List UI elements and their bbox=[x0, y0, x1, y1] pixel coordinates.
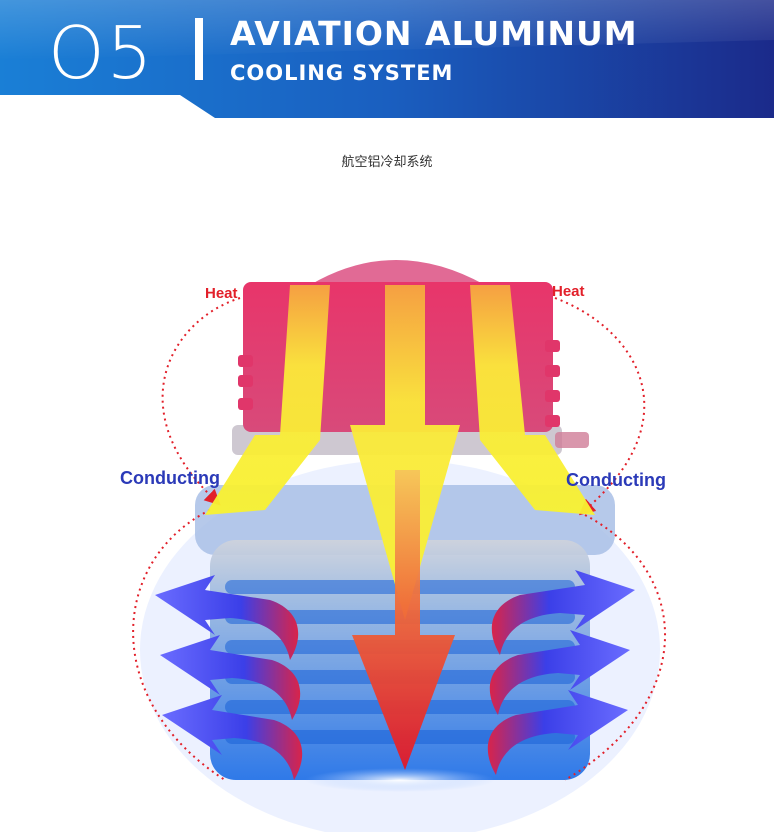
heat-label-right: Heat bbox=[552, 283, 585, 300]
cooling-arrows-right bbox=[487, 570, 635, 775]
cooling-arrows-left bbox=[155, 575, 303, 780]
heat-label-left: Heat bbox=[205, 285, 238, 302]
section-title: AVIATION ALUMINUM bbox=[230, 14, 638, 53]
conducting-label-left: Conducting bbox=[120, 468, 220, 488]
heat-arrows bbox=[205, 285, 595, 770]
section-subtitle: COOLING SYSTEM bbox=[230, 61, 454, 85]
title-divider bbox=[195, 18, 203, 80]
section-banner: O5 AVIATION ALUMINUM COOLING SYSTEM bbox=[0, 0, 774, 118]
heat-flow-lines bbox=[132, 297, 666, 781]
lamp-tab bbox=[555, 432, 589, 448]
section-number: O5 bbox=[48, 11, 155, 95]
banner-background bbox=[0, 0, 774, 118]
diagram-caption: 航空铝冷却系统 bbox=[341, 155, 433, 170]
conducting-label-right: Conducting bbox=[566, 470, 666, 490]
cooling-illustration bbox=[132, 260, 666, 832]
